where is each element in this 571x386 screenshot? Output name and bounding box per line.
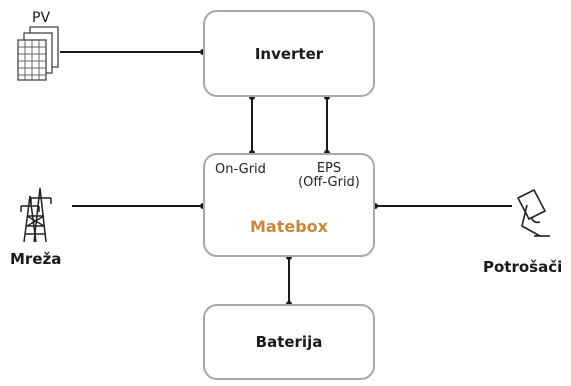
consumers-label: Potrošači	[483, 258, 563, 276]
matebox-label: Matebox	[250, 217, 328, 236]
battery-label: Baterija	[255, 333, 323, 351]
pv-label: PV	[32, 10, 51, 26]
solar-panel-icon	[17, 26, 59, 81]
inverter-box: Inverter	[203, 10, 375, 97]
eps-port-label: EPS (Off-Grid)	[289, 162, 369, 190]
power-tower-icon	[20, 187, 52, 243]
inverter-label: Inverter	[254, 45, 324, 63]
eps-port-line2: (Off-Grid)	[298, 175, 360, 190]
eps-port-line1: EPS	[316, 161, 342, 176]
lamp-icon	[517, 189, 550, 237]
matebox-box: On-Grid EPS (Off-Grid) Matebox	[203, 153, 375, 257]
battery-box: Baterija	[203, 304, 375, 380]
on-grid-port-label: On-Grid	[215, 162, 266, 177]
grid-label: Mreža	[10, 250, 62, 268]
